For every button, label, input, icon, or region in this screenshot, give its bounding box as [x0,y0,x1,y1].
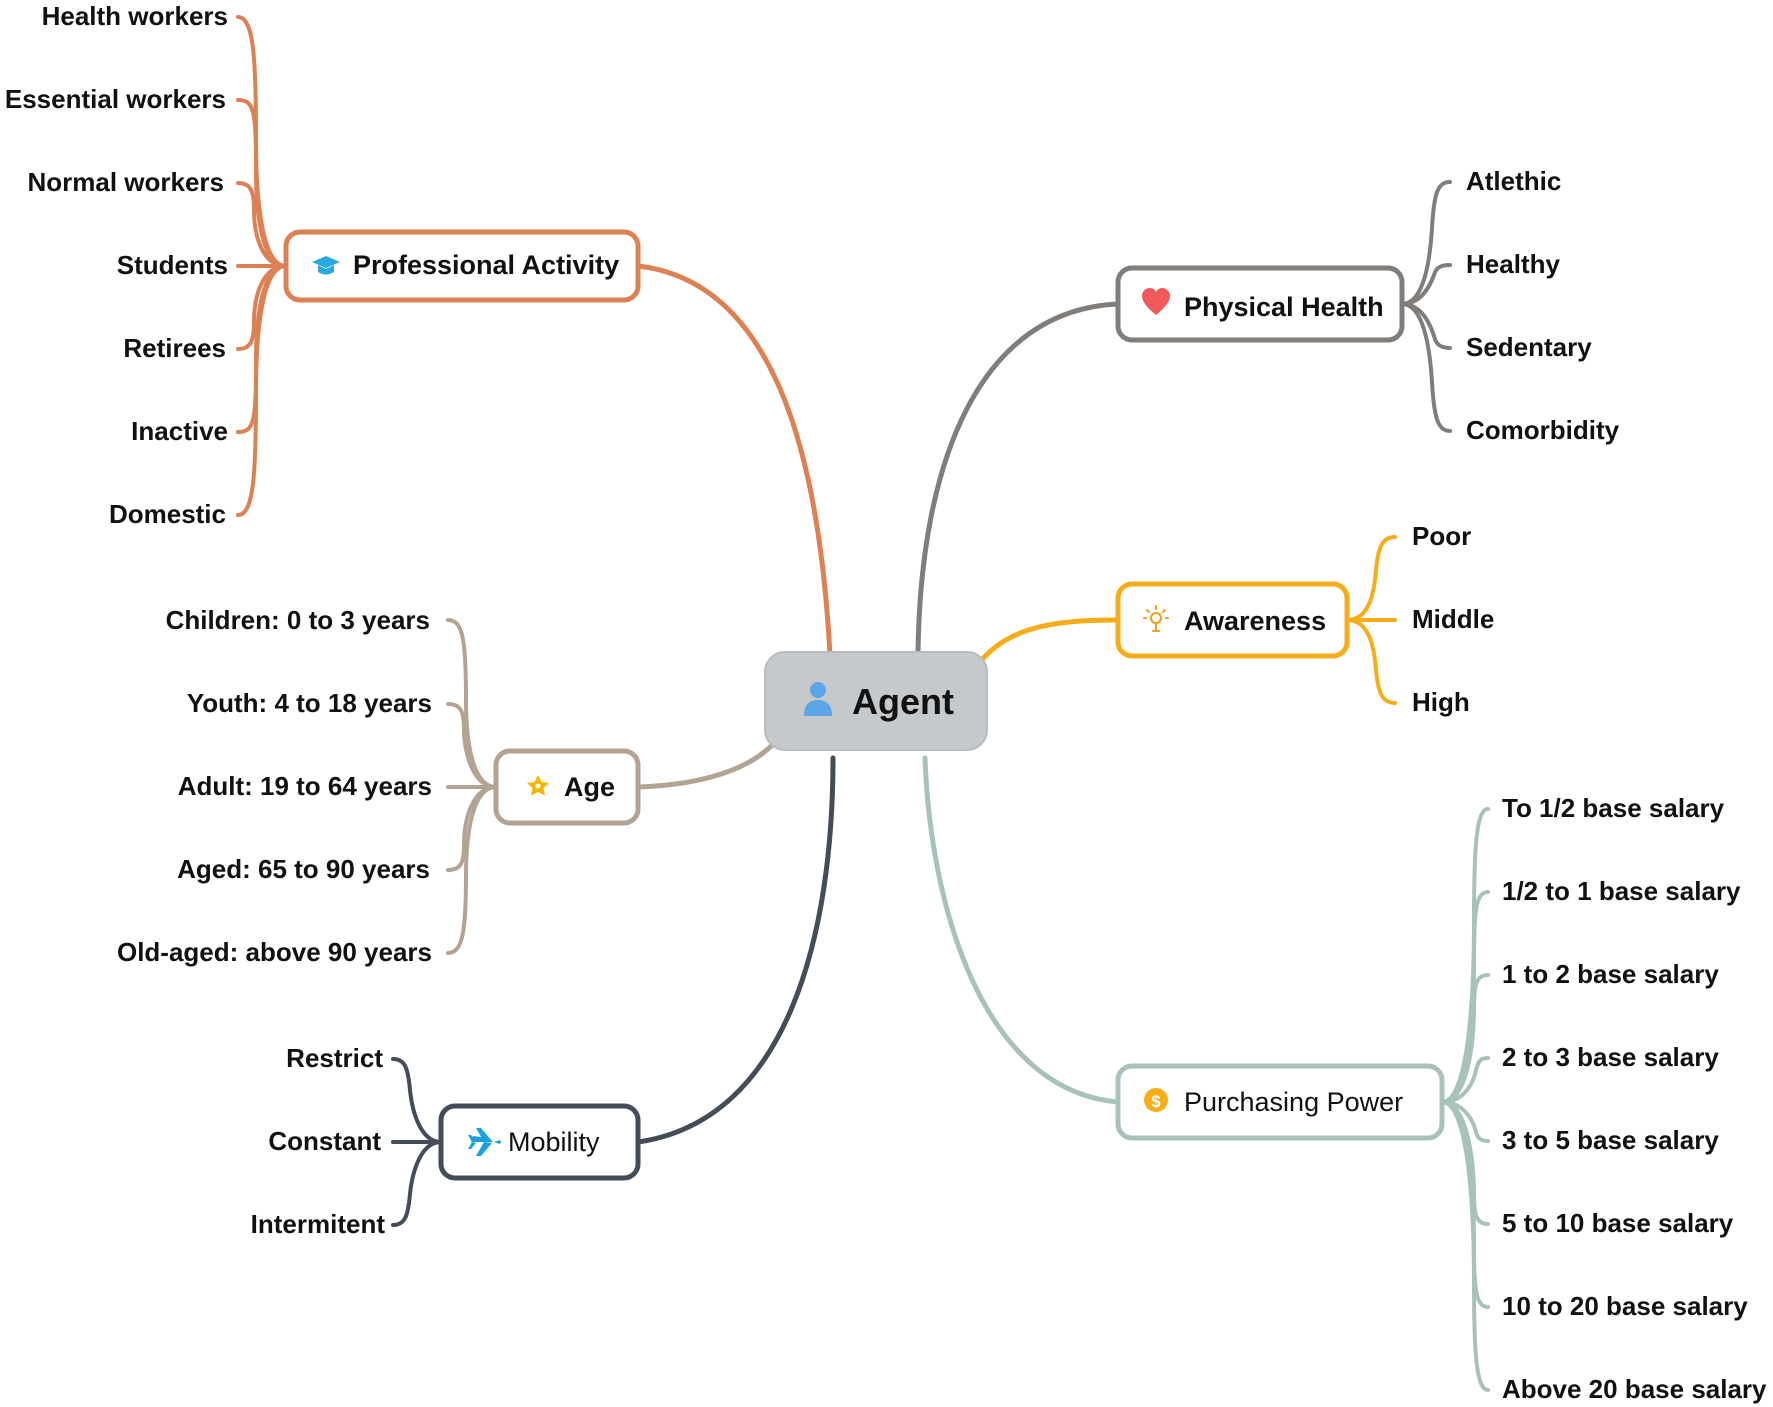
topic-professional-activity[interactable]: Professional Activity [283,229,641,303]
branch-age: Children: 0 to 3 years Youth: 4 to 18 ye… [117,605,641,967]
professional-leaf: Inactive [131,416,228,446]
purchasing-power-leaf: To 1/2 base salary [1502,793,1725,823]
professional-leaf: Normal workers [27,167,224,197]
physical-health-leaf: Healthy [1466,249,1560,279]
awareness-leaf: Middle [1412,604,1494,634]
branch-purchasing-power: To 1/2 base salary 1/2 to 1 base salary … [1115,793,1767,1404]
purchasing-power-leaf: 10 to 20 base salary [1502,1291,1748,1321]
physical-health-leaf: Sedentary [1466,332,1592,362]
person-icon [804,682,832,716]
branch-professional-activity: Health workers Essential workers Normal … [5,1,641,529]
branch-mobility: Restrict Constant Intermitent Mobility [251,1043,641,1239]
central-topic-agent[interactable]: Agent [764,651,988,751]
professional-leaf: Essential workers [5,84,226,114]
purchasing-power-leaf: 3 to 5 base salary [1502,1125,1719,1155]
topic-label: Purchasing Power [1184,1087,1403,1117]
purchasing-power-leaf: Above 20 base salary [1502,1374,1767,1404]
professional-leaf: Health workers [42,1,228,31]
age-leaf: Children: 0 to 3 years [166,605,430,635]
topic-age[interactable]: Age [493,748,641,826]
topic-awareness[interactable]: Awareness [1115,581,1350,659]
lightbulb-icon [1143,605,1169,632]
connector-physical-health [915,301,1121,658]
mobility-leaf: Restrict [286,1043,383,1073]
mobility-leaf: Constant [268,1126,381,1156]
purchasing-power-leaf: 1 to 2 base salary [1502,959,1719,989]
topic-label: Physical Health [1184,292,1384,322]
star-icon [527,775,549,796]
awareness-leaf: Poor [1412,521,1471,551]
physical-health-leaf: Atlethic [1466,166,1561,196]
svg-text:$: $ [1151,1092,1161,1111]
topic-label: Mobility [508,1127,600,1157]
airplane-icon [468,1128,501,1156]
topic-mobility[interactable]: Mobility [438,1103,641,1181]
topic-label: Age [564,772,615,802]
age-leaf: Adult: 19 to 64 years [178,771,432,801]
age-leaf: Aged: 65 to 90 years [177,854,430,884]
professional-leaf: Retirees [123,333,226,363]
graduation-cap-icon [312,256,340,275]
topic-label: Awareness [1184,606,1326,636]
connector-professional-activity [635,263,833,658]
connector-mobility [635,755,836,1145]
heart-icon [1142,288,1170,315]
purchasing-power-leaf: 5 to 10 base salary [1502,1208,1734,1238]
purchasing-power-leaf: 1/2 to 1 base salary [1502,876,1741,906]
connector-age [635,739,778,790]
connector-awareness [977,617,1121,665]
dollar-coin-icon: $ [1144,1088,1168,1112]
branch-awareness: Poor Middle High Awareness [1115,521,1494,717]
awareness-leaf: High [1412,687,1470,717]
topic-physical-health[interactable]: Physical Health [1115,265,1405,343]
topic-label: Professional Activity [353,250,619,280]
central-topic-label: Agent [852,681,954,722]
main-connectors [635,263,1121,1145]
topic-purchasing-power[interactable]: $ Purchasing Power [1115,1063,1445,1141]
purchasing-power-leaf: 2 to 3 base salary [1502,1042,1719,1072]
professional-leaf: Students [117,250,228,280]
age-leaf: Youth: 4 to 18 years [187,688,432,718]
branch-physical-health: Atlethic Healthy Sedentary Comorbidity P… [1115,166,1620,445]
physical-health-leaf: Comorbidity [1466,415,1620,445]
mobility-leaf: Intermitent [251,1209,386,1239]
age-leaf: Old-aged: above 90 years [117,937,432,967]
connector-purchasing-power [922,755,1121,1105]
professional-leaf: Domestic [109,499,226,529]
